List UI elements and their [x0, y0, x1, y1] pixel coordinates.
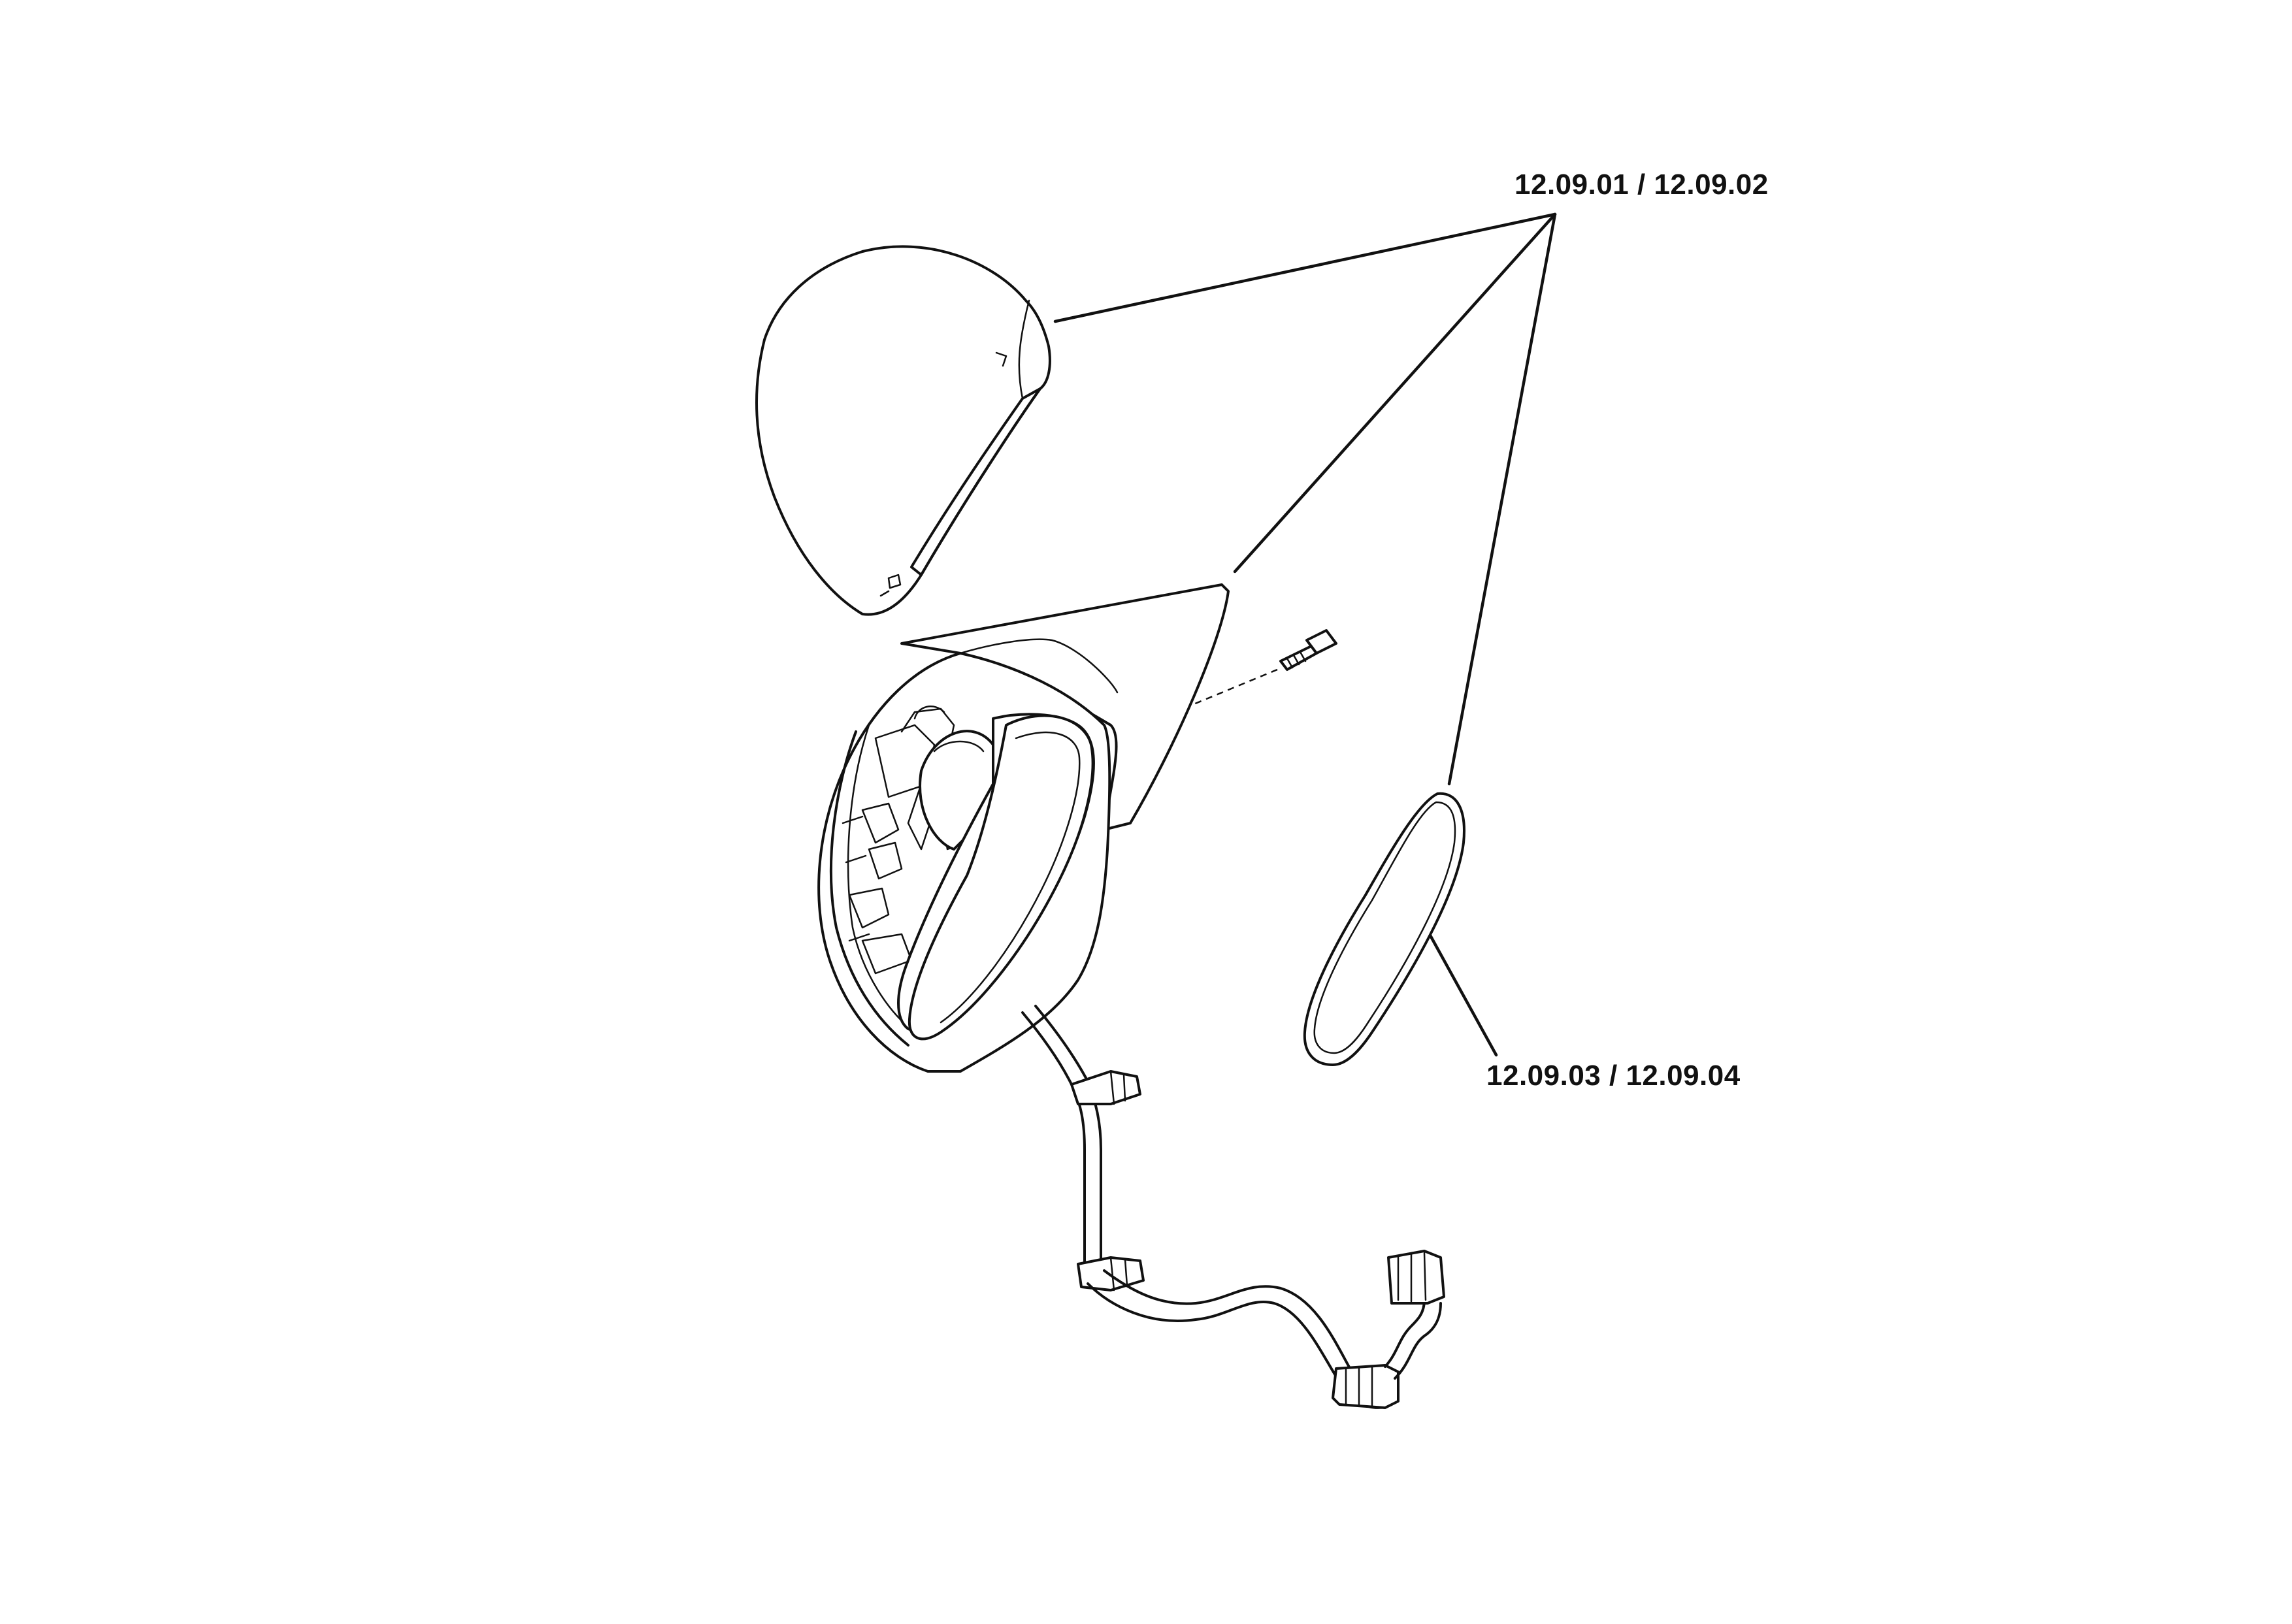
leader-to-glass-top — [1447, 212, 1557, 786]
mirror-cover — [755, 245, 1051, 616]
leader-to-glass — [1428, 932, 1498, 1057]
mirror-backing-plate — [897, 713, 1095, 1041]
leader-to-cover — [1053, 212, 1557, 323]
leader-to-housing — [1233, 212, 1557, 574]
callout-cover-part-numbers: 12.09.01 / 12.09.02 — [1514, 169, 1769, 201]
cable-harness — [1021, 1005, 1445, 1409]
screw — [1182, 629, 1337, 710]
mirror-glass — [1303, 792, 1465, 1066]
callout-glass-part-numbers: 12.09.03 / 12.09.04 — [1486, 1060, 1741, 1092]
leader-lines-cover — [1053, 212, 1557, 786]
screw-axis — [1182, 668, 1278, 710]
